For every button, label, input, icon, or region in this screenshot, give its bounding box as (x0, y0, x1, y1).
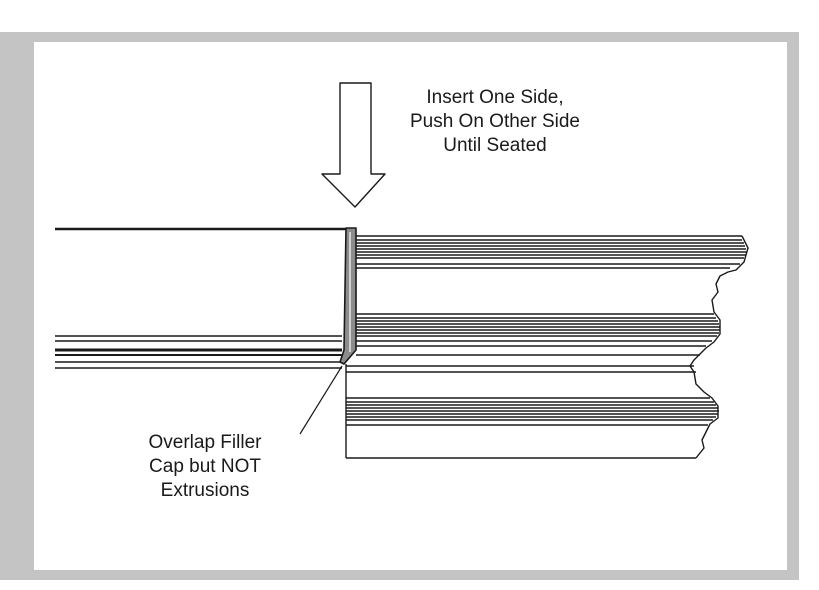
instruction-text: Insert One Side, Push On Other Side Unti… (380, 86, 610, 158)
down-arrow-icon (321, 82, 386, 208)
instruction-line-2: Push On Other Side (409, 111, 581, 132)
instruction-line-3: Until Seated (443, 135, 547, 156)
filler-cap (339, 227, 357, 365)
left-extrusion (55, 227, 348, 369)
right-extrusion (345, 235, 749, 459)
diagram-panel (34, 42, 787, 570)
overlap-note-line-3: Extrusions (160, 480, 250, 501)
overlap-note-line-2: Cap but NOT (149, 456, 261, 477)
instruction-line-1: Insert One Side, (426, 87, 564, 108)
leader-line (299, 365, 343, 435)
overlap-note: Overlap Filler Cap but NOT Extrusions (110, 431, 300, 503)
overlap-note-line-1: Overlap Filler (148, 432, 262, 453)
